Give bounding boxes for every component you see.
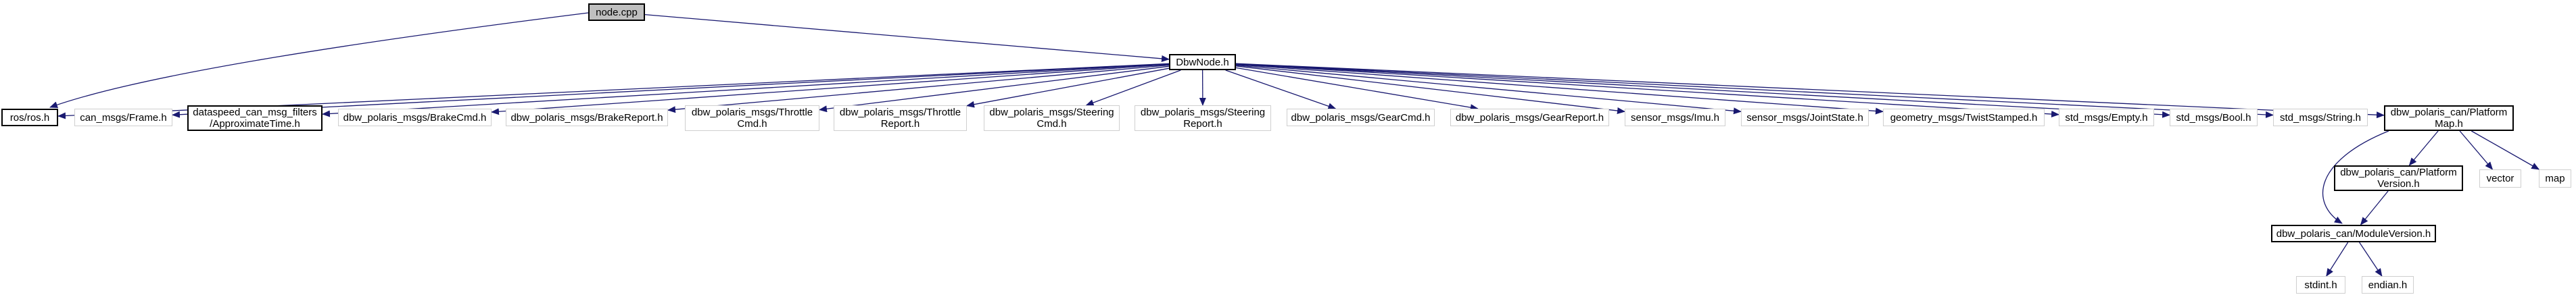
edge-dbwnode-h-to-throttlereport-h bbox=[966, 68, 1170, 108]
edge-dbwnode-h-to-platformmap-h bbox=[1235, 63, 2385, 119]
edge-platformversion-h-to-moduleversion-h bbox=[2360, 190, 2389, 225]
node-std-msgs-string-h: std_msgs/String.h bbox=[2273, 109, 2368, 126]
edge-platformmap-h-to-map bbox=[2471, 130, 2540, 170]
node-endian-h: endian.h bbox=[2362, 276, 2414, 294]
node-std-msgs-empty-h: std_msgs/Empty.h bbox=[2059, 109, 2154, 126]
edge-moduleversion-h-to-endian-h bbox=[2359, 242, 2383, 277]
node-steeringreport-h: dbw_polaris_msgs/Steering Report.h bbox=[1135, 105, 1271, 131]
node-platformmap-h[interactable]: dbw_polaris_can/Platform Map.h bbox=[2384, 105, 2514, 131]
node-sensor-msgs-imu-h: sensor_msgs/Imu.h bbox=[1625, 109, 1725, 126]
edge-platformmap-h-to-platformversion-h bbox=[2408, 130, 2439, 166]
edge-node-cpp-to-ros-ros-h bbox=[49, 12, 589, 108]
edge-dbwnode-h-to-throttlecmd-h bbox=[819, 65, 1170, 113]
edge-dbwnode-h-to-brakereport-h bbox=[667, 64, 1170, 113]
node-throttlecmd-h: dbw_polaris_msgs/Throttle Cmd.h bbox=[685, 105, 819, 131]
edge-dbwnode-h-to-brakecmd-h bbox=[491, 63, 1170, 115]
edge-platformmap-h-to-moduleversion-h bbox=[2322, 130, 2389, 224]
edge-moduleversion-h-to-stdint-h bbox=[2326, 242, 2349, 277]
node-stdint-h: stdint.h bbox=[2296, 276, 2345, 294]
node-can-msgs-frame-h: can_msgs/Frame.h bbox=[74, 109, 172, 126]
edge-dbwnode-h-to-gearcmd-h bbox=[1225, 70, 1337, 110]
node-sensor-msgs-jointstate-h: sensor_msgs/JointState.h bbox=[1741, 109, 1869, 126]
edge-dbwnode-h-to-std-msgs-string-h bbox=[1235, 63, 2274, 118]
edge-dbwnode-h-to-can-msgs-frame-h bbox=[172, 63, 1170, 118]
node-dbwnode-h[interactable]: DbwNode.h bbox=[1169, 54, 1236, 70]
edge-platformmap-h-to-vector bbox=[2459, 130, 2494, 170]
node-map: map bbox=[2539, 169, 2571, 188]
node-node-cpp: node.cpp bbox=[588, 3, 645, 21]
edge-dbwnode-h-to-std-msgs-bool-h bbox=[1235, 63, 2170, 118]
node-steeringcmd-h: dbw_polaris_msgs/Steering Cmd.h bbox=[984, 105, 1120, 131]
node-gearcmd-h: dbw_polaris_msgs/GearCmd.h bbox=[1287, 109, 1435, 126]
node-brakecmd-h: dbw_polaris_msgs/BrakeCmd.h bbox=[338, 109, 492, 126]
node-gearreport-h: dbw_polaris_msgs/GearReport.h bbox=[1450, 109, 1609, 126]
edge-dbwnode-h-to-sensor-msgs-jointstate-h bbox=[1235, 64, 1742, 115]
node-dataspeed-approximatetime-h[interactable]: dataspeed_can_msg_filters /ApproximateTi… bbox=[187, 105, 323, 131]
node-moduleversion-h[interactable]: dbw_polaris_can/ModuleVersion.h bbox=[2271, 225, 2436, 242]
edge-dbwnode-h-to-sensor-msgs-imu-h bbox=[1235, 65, 1625, 114]
node-vector: vector bbox=[2479, 169, 2521, 188]
node-throttlereport-h: dbw_polaris_msgs/Throttle Report.h bbox=[834, 105, 967, 131]
edge-node-cpp-to-dbwnode-h bbox=[644, 14, 1170, 62]
node-std-msgs-bool-h: std_msgs/Bool.h bbox=[2170, 109, 2258, 126]
node-geometry-msgs-twiststamped-h: geometry_msgs/TwistStamped.h bbox=[1883, 109, 2045, 126]
edge-dbwnode-h-to-steeringcmd-h bbox=[1085, 70, 1181, 106]
edge-dbwnode-h-to-gearreport-h bbox=[1235, 67, 1479, 111]
node-brakereport-h: dbw_polaris_msgs/BrakeReport.h bbox=[506, 109, 668, 126]
edge-dbwnode-h-to-geometry-msgs-twiststamped-h bbox=[1235, 63, 1884, 115]
node-platformversion-h[interactable]: dbw_polaris_can/Platform Version.h bbox=[2334, 165, 2463, 191]
edge-dbwnode-h-to-dataspeed-approximatetime-h bbox=[322, 63, 1170, 117]
edge-dbwnode-h-to-std-msgs-empty-h bbox=[1235, 63, 2059, 118]
node-ros-ros-h[interactable]: ros/ros.h bbox=[1, 109, 58, 126]
